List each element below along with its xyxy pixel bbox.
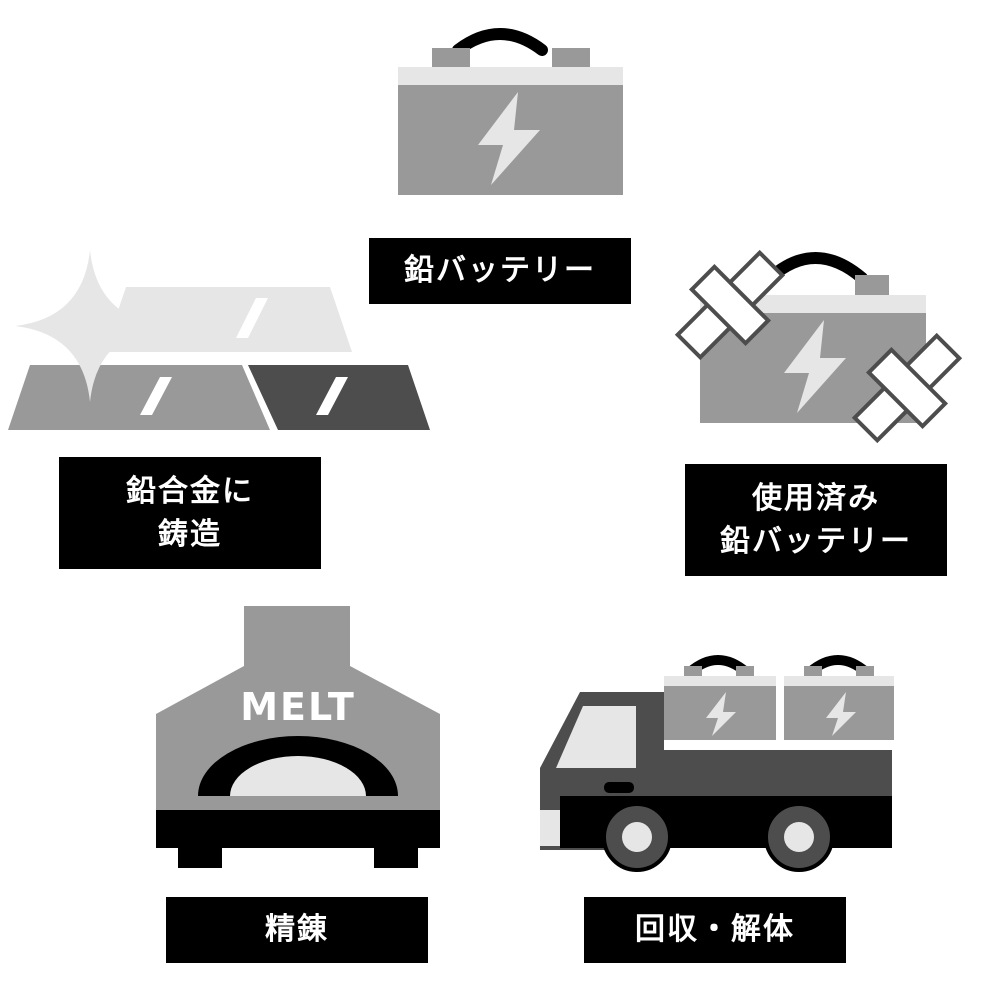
furnace-chimney xyxy=(244,606,350,672)
battery-terminal-left xyxy=(432,48,470,67)
battery-icon xyxy=(398,28,623,195)
truck-wheel xyxy=(764,802,834,872)
label-lead-battery: 鉛バッテリー xyxy=(369,238,631,304)
battery-handle xyxy=(452,28,548,56)
ingot-shine xyxy=(236,298,268,338)
battery-terminal-right xyxy=(552,48,590,67)
bandage-icon xyxy=(674,249,786,361)
ingot-shine xyxy=(140,377,172,415)
ingot-bottom-left xyxy=(8,365,270,430)
label-alloy-line1: 鉛合金に xyxy=(126,473,254,509)
truck-window xyxy=(556,706,636,768)
label-lead-alloy-casting: 鉛合金に 鋳造 xyxy=(59,457,321,569)
label-used-lead-battery: 使用済み 鉛バッテリー xyxy=(685,464,947,576)
label-recovery-text: 回収・解体 xyxy=(635,912,795,948)
bandage-icon xyxy=(851,332,963,444)
truck-icon xyxy=(540,655,894,872)
label-recovery-dismantling: 回収・解体 xyxy=(584,897,846,963)
truck-door-handle xyxy=(604,782,634,793)
label-alloy-line2: 鋳造 xyxy=(158,517,222,552)
label-refining-text: 精錬 xyxy=(265,912,329,948)
label-used-line1: 使用済み xyxy=(752,480,880,516)
furnace-foot-right xyxy=(374,846,418,868)
used-battery-terminal xyxy=(855,275,889,295)
furnace-label: MELT xyxy=(240,685,356,729)
truck-wheel xyxy=(602,802,672,872)
ingot-top xyxy=(104,287,352,352)
label-refining: 精錬 xyxy=(166,897,428,963)
sparkle-icon xyxy=(15,250,165,402)
furnace-foot-left xyxy=(178,846,222,868)
battery-lid xyxy=(398,67,623,85)
lightning-bolt-icon xyxy=(784,320,846,413)
furnace-icon: MELT xyxy=(156,606,440,868)
cargo-battery-icon xyxy=(664,655,776,740)
lightning-bolt-icon xyxy=(478,92,540,185)
lead-ingot-icon xyxy=(8,250,430,430)
ingot-shine xyxy=(316,377,348,415)
furnace-base xyxy=(156,810,440,848)
cargo-battery-icon xyxy=(784,655,894,740)
molten-lead xyxy=(230,756,366,796)
truck-bed xyxy=(664,750,892,796)
used-battery-icon xyxy=(674,249,963,444)
label-lead-battery-text: 鉛バッテリー xyxy=(404,253,596,289)
truck-bumper-light xyxy=(540,810,560,846)
ingot-bottom-right xyxy=(248,365,430,430)
label-used-line2: 鉛バッテリー xyxy=(720,524,912,559)
